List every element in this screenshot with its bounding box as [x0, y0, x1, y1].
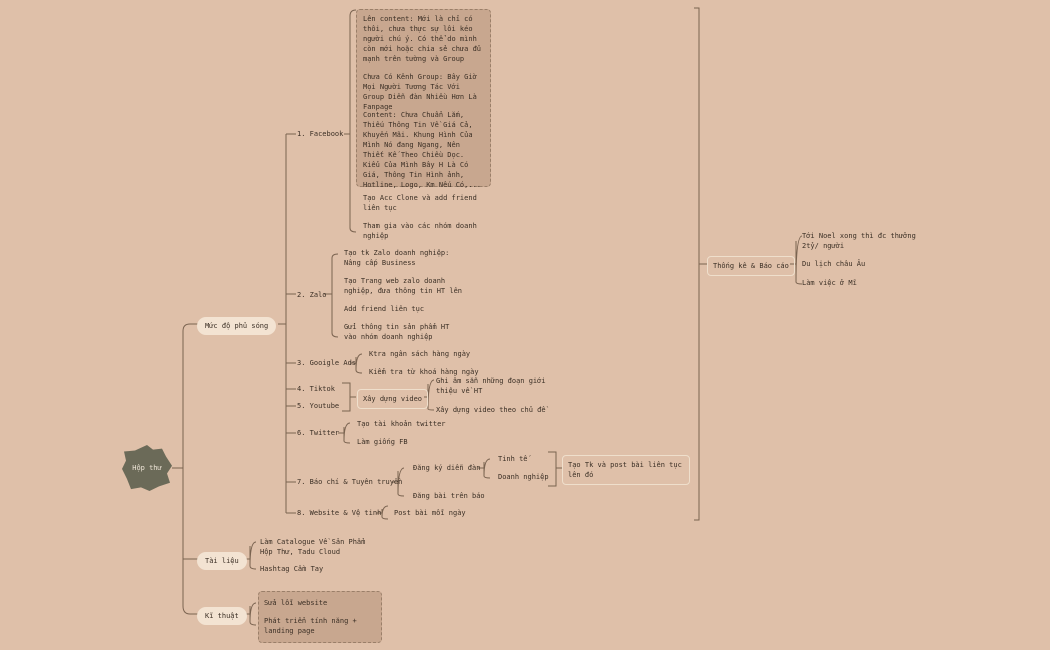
zalo-node[interactable]: 2. Zalo	[297, 291, 327, 299]
root-node[interactable]: Hộp thư	[122, 445, 172, 491]
zalo-item-2[interactable]: Tạo Trang web zalo doanh nghiệp, đưa thô…	[344, 277, 463, 295]
facebook-item-1[interactable]: Tạo Acc Clone và add friend liên tục	[363, 194, 477, 212]
root-label: Hộp thư	[132, 464, 162, 472]
facebook-node[interactable]: 1. Facebook	[297, 130, 344, 138]
report-item-1[interactable]: Tới Noel xong thì đc thưởng 2tỷ/ người	[802, 232, 916, 250]
facebook-note-1[interactable]: Lên content: Mới là chỉ có thôi, chưa th…	[363, 15, 482, 63]
branch-tech-label: Kĩ thuật	[205, 612, 239, 620]
video-node[interactable]: Xây dựng video	[357, 389, 429, 409]
forum-item-1[interactable]: Tinh tế	[498, 455, 528, 463]
website-node[interactable]: 8. Website & Vệ tinh	[297, 509, 382, 517]
tech-item-2[interactable]: Phát triển tính năng + landing page	[264, 617, 357, 635]
forum-item-2[interactable]: Doanh nghiệp	[498, 473, 549, 481]
video-item-2[interactable]: Xây dựng video theo chủ đề	[436, 406, 546, 414]
google-ads-item-1[interactable]: Ktra ngân sách hàng ngày	[369, 350, 471, 358]
facebook-note-3[interactable]: Content: Chưa Chuẩn Lắm, Thiếu Thông Tin…	[363, 111, 482, 189]
zalo-item-1[interactable]: Tạo tk Zalo doanh nghiệp: Nâng cấp Busin…	[344, 249, 450, 267]
youtube-node[interactable]: 5. Youtube	[297, 402, 340, 410]
report-item-3[interactable]: Làm việc ở Mĩ	[802, 279, 857, 287]
twitter-node[interactable]: 6. Twitter	[297, 429, 340, 437]
branch-tech[interactable]: Kĩ thuật	[198, 608, 246, 624]
facebook-note-2[interactable]: Chưa Có Kênh Group: Bây Giờ Mọi Người Tư…	[363, 73, 477, 111]
video-item-1[interactable]: Ghi âm sẵn những đoạn giới thiệu về HT	[436, 377, 546, 395]
facebook-item-2[interactable]: Tham gia vào các nhóm doanh nghiệp	[363, 222, 477, 240]
google-ads-item-2[interactable]: Kiểm tra từ khoá hàng ngày	[369, 368, 479, 376]
report-item-2[interactable]: Du lịch châu Âu	[802, 260, 866, 268]
press-node[interactable]: 7. Báo chí & Tuyên truyền	[297, 478, 403, 486]
forum-node[interactable]: Đăng ký diễn đàn	[413, 464, 481, 472]
twitter-item-2[interactable]: Làm giống FB	[357, 438, 408, 446]
report-label: Thống kê & Báo cáo	[713, 262, 789, 270]
branch-docs[interactable]: Tài liệu	[198, 553, 246, 569]
zalo-item-3[interactable]: Add friend liên tục	[344, 305, 425, 313]
facebook-notes-box	[356, 9, 491, 187]
branch-docs-label: Tài liệu	[205, 557, 239, 565]
google-ads-node[interactable]: 3. Gooigle Ads	[297, 359, 357, 367]
twitter-item-1[interactable]: Tạo tài khoản twitter	[357, 420, 446, 428]
video-label: Xây dựng video	[363, 395, 423, 403]
tech-notes-box	[258, 591, 382, 643]
tiktok-node[interactable]: 4. Tiktok	[297, 385, 335, 393]
docs-item-2[interactable]: Hashtag Cầm Tay	[260, 565, 324, 573]
forum-summary[interactable]: Tạo Tk và post bài liên tục lên đó	[562, 455, 690, 485]
tech-item-1[interactable]: Sửa lỗi website	[264, 599, 328, 607]
branch-coverage-label: Mức độ phủ sóng	[205, 322, 269, 330]
website-item[interactable]: Post bài mỗi ngày	[394, 509, 466, 517]
branch-coverage[interactable]: Mức độ phủ sóng	[198, 318, 276, 334]
newspaper-item[interactable]: Đăng bài trên báo	[413, 492, 485, 500]
forum-summary-label: Tạo Tk và post bài liên tục lên đó	[568, 461, 682, 479]
docs-item-1[interactable]: Làm Catalogue Về Sản Phẩm Hộp Thư, Tadu …	[260, 538, 366, 556]
zalo-item-4[interactable]: Gửi thông tin sản phẩm HT vào nhóm doanh…	[344, 323, 450, 341]
report-node[interactable]: Thống kê & Báo cáo	[707, 256, 795, 276]
